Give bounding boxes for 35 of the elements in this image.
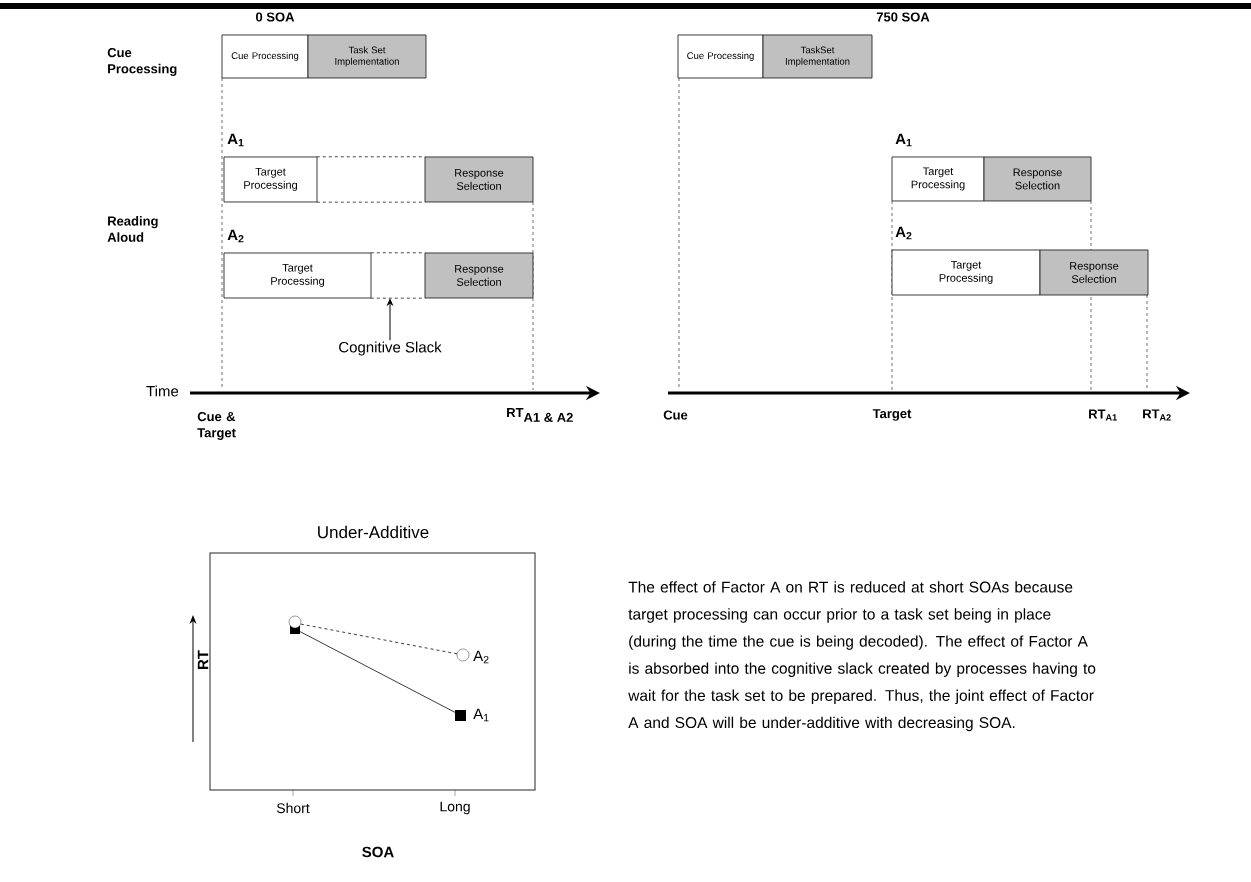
process-box: Target Processing — [891, 249, 1041, 296]
process-box: Cue Processing — [677, 34, 764, 79]
process-box: Cue Processing — [221, 34, 309, 79]
process-box: Response Selection — [424, 252, 534, 299]
series-label: A$_{2}$ — [473, 650, 489, 664]
axis-label: RT — [197, 650, 209, 669]
process-box: Target Processing — [223, 156, 318, 203]
annotation-text: Cognitive Slack — [339, 341, 442, 356]
axis-label: SOA — [362, 846, 394, 858]
process-box: Response Selection — [424, 156, 534, 203]
process-box: TaskSet Implementation — [762, 34, 873, 79]
row-label: A$_{2}$ — [227, 229, 244, 243]
time-label: RT$_{A1}$ — [1089, 409, 1117, 421]
axis-label: Time — [146, 385, 179, 397]
process-box: Response Selection — [983, 156, 1092, 202]
row-label: Cue Processing — [107, 47, 177, 76]
time-label: RT$_{A2}$ — [1143, 409, 1171, 421]
process-box: Target Processing — [223, 252, 372, 299]
process-box: Response Selection — [1039, 249, 1149, 296]
process-box: Task Set Implementation — [307, 34, 427, 79]
time-label: $\textbf{RT}_{\textbf{A1 \& A2}}$ — [507, 408, 573, 422]
tick-label: Long — [440, 801, 470, 815]
row-label: Reading Aloud — [107, 216, 158, 242]
panel-title: 0 SOA — [256, 12, 295, 22]
time-label: Cue — [663, 410, 688, 420]
series-label: A$_{1}$ — [473, 708, 489, 722]
description-text: The effect of Factor A on RT is reduced at short SOAs because target processing can occur prior to a task set being in place (during the time the cue is being decoded). The effect of Factor A is absorbed into the cognitive slack created by processes having to wait for the task set to be prepared. Thus, the joint effect of Factor A and SOA will be under-additive with decreasing SOA. — [628, 581, 1096, 732]
time-label: Target — [872, 409, 912, 421]
chart-title: Under-Additive — [318, 525, 429, 539]
time-label: Cue & Target — [197, 411, 236, 440]
process-box: Target Processing — [891, 156, 985, 202]
panel-title: 750 SOA — [876, 12, 930, 22]
row-label: A$_{2}$ — [895, 226, 912, 240]
tick-label: Short — [276, 802, 310, 814]
arrow — [387, 298, 393, 341]
